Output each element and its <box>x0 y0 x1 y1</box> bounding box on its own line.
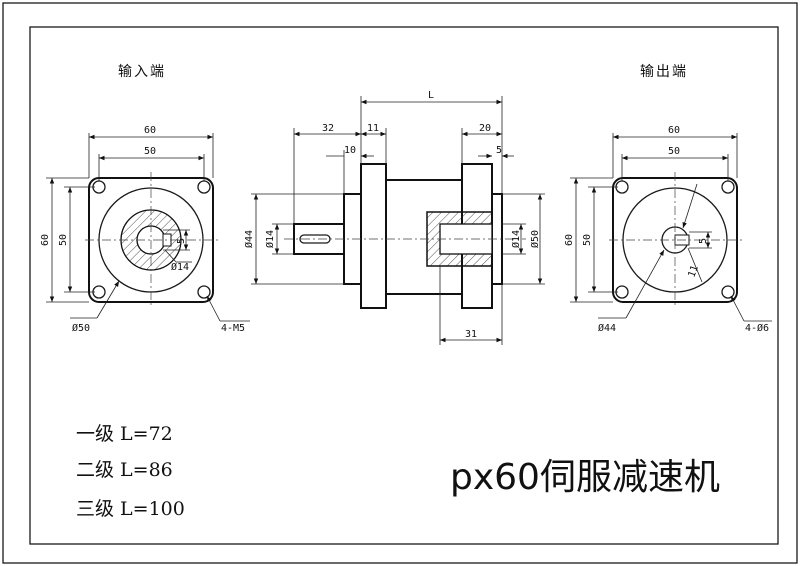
side-view: L 32 11 10 20 5 31 Ø44 Ø14 Ø1 <box>243 90 545 345</box>
input-flange-plate <box>360 163 387 309</box>
output-length-dim: 20 <box>479 123 491 134</box>
input-width-outer: 60 <box>144 125 156 136</box>
stage-1-note: 一级 L=72 <box>76 423 173 445</box>
stage-2-note: 二级 L=86 <box>76 459 173 481</box>
input-shaft-dia-dim: Ø14 <box>264 230 276 248</box>
bore-depth-dim: 31 <box>465 329 477 340</box>
input-end-view: 60 50 60 50 5 Ø14 Ø50 4-M5 <box>40 125 250 334</box>
output-pilot-dia-dim: Ø50 <box>529 230 541 248</box>
output-bore-dim: Ø44 <box>598 322 616 334</box>
pilot-44-dim: Ø44 <box>243 230 255 248</box>
input-holes-dim: 4-M5 <box>221 323 245 334</box>
input-width-inner: 50 <box>144 146 156 157</box>
mount-hole <box>197 180 211 194</box>
input-height-inner: 50 <box>58 234 69 246</box>
output-width-inner: 50 <box>668 146 680 157</box>
shaft-length-dim: 32 <box>322 123 334 134</box>
input-key-dim: 5 <box>176 238 187 244</box>
input-end-label: 输入端 <box>118 64 166 80</box>
output-height-outer: 60 <box>564 234 575 246</box>
stage-3-note: 三级 L=100 <box>76 498 185 520</box>
output-holes-dim: 4-Ø6 <box>745 322 769 334</box>
mount-hole <box>721 180 735 194</box>
output-end-label: 输出端 <box>640 64 688 80</box>
output-key-dim: 5 <box>496 145 502 156</box>
output-bore-dia-dim: Ø14 <box>510 230 522 248</box>
mount-hole <box>721 285 735 299</box>
input-bore-dim: Ø14 <box>171 261 189 273</box>
inner-frame <box>29 26 779 545</box>
mount-hole <box>197 285 211 299</box>
product-title: px60伺服减速机 <box>450 457 720 498</box>
output-height-inner: 50 <box>582 234 593 246</box>
input-pilot-dim: Ø50 <box>72 322 90 334</box>
step-length-dim: 10 <box>344 145 356 156</box>
length-dim: L <box>428 90 434 101</box>
input-height-outer: 60 <box>40 234 51 246</box>
output-shaft-dim: 11 <box>686 264 700 279</box>
output-key-dim: 5 <box>698 238 709 244</box>
output-width-outer: 60 <box>668 125 680 136</box>
output-end-view: 60 50 60 50 5 11 Ø44 4-Ø6 <box>564 125 772 334</box>
flange-thickness-dim: 11 <box>367 123 379 134</box>
